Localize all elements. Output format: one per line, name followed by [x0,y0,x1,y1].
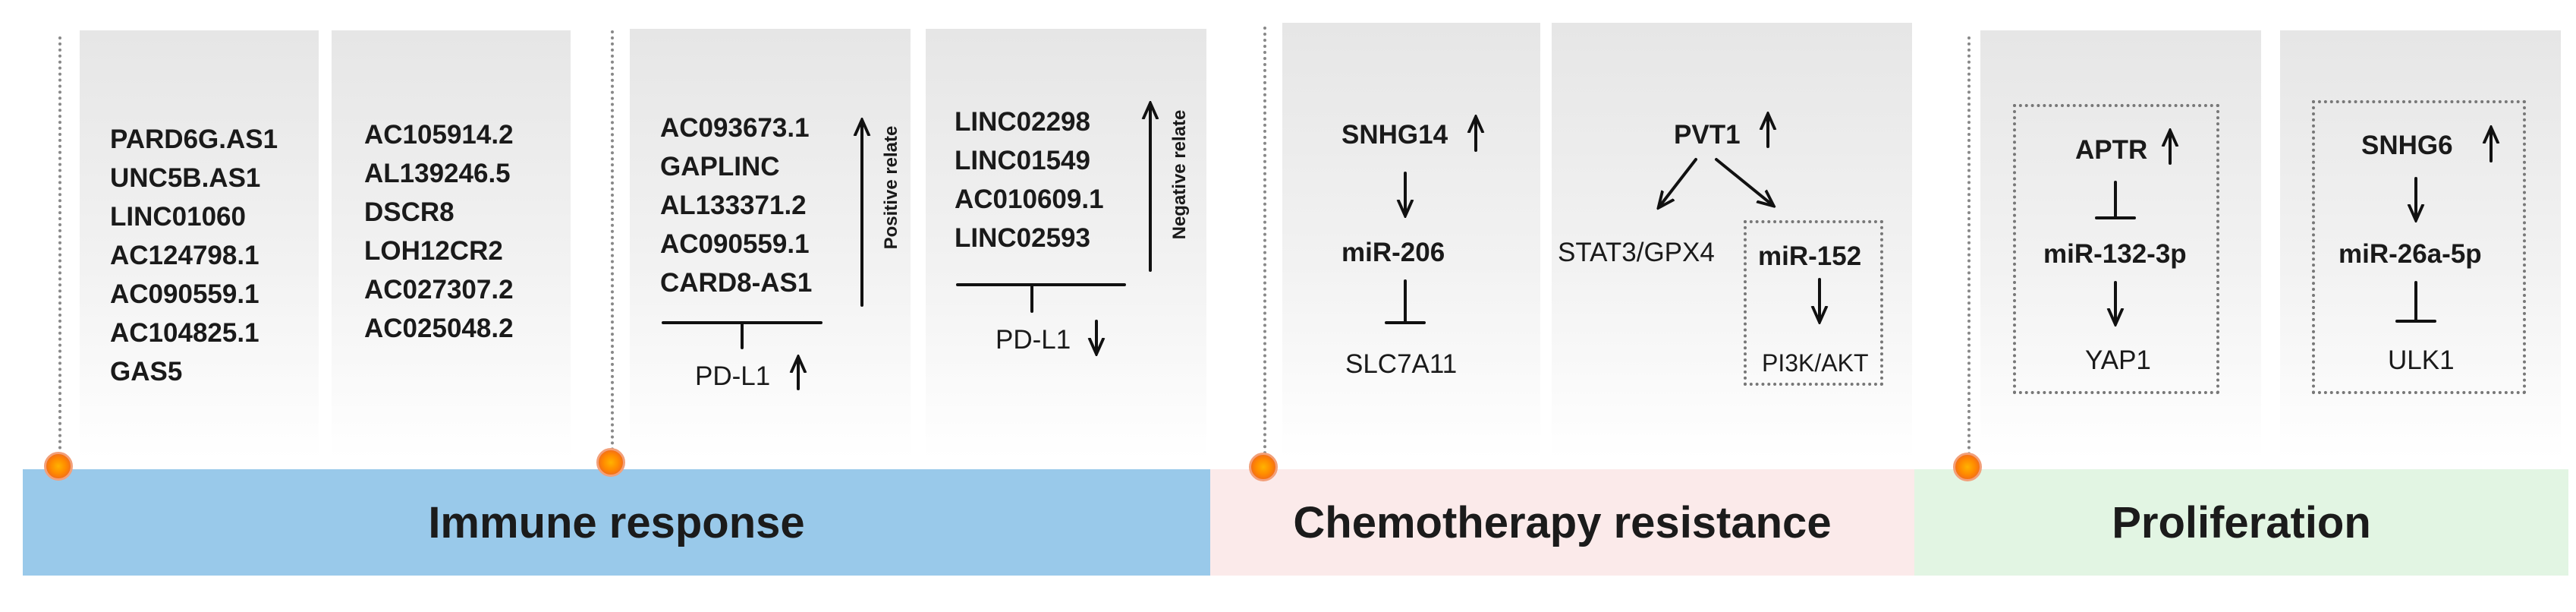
timeline-marker-3 [1249,453,1278,481]
gene-item: AL139246.5 [364,159,511,188]
timeline-stem-3 [1263,27,1266,467]
gene-item: CARD8-AS1 [660,268,813,298]
band-immune: Immune response [23,469,1210,576]
mir26a-label: miR-26a-5p [2339,239,2482,269]
gene-item: LINC02593 [955,223,1090,253]
band-chemo: Chemotherapy resistance [1210,469,1914,576]
chemo-panel-pvt1 [1552,23,1912,459]
pdl1-positive-label: PD-L1 [695,361,771,391]
yap1-label: YAP1 [2085,345,2151,375]
gene-item: GAS5 [110,357,183,386]
snhg6-box [2312,100,2526,394]
positive-gene-list: AC093673.1 GAPLINC AL133371.2 AC090559.1… [660,109,812,302]
gene-item: LOH12CR2 [364,236,503,266]
mir152-box [1744,220,1883,386]
immune-panel-positive [630,29,911,459]
mir206-label: miR-206 [1341,238,1445,267]
chemo-panel-snhg14 [1282,23,1540,459]
gene-item: AL133371.2 [660,191,807,220]
gene-item: LINC02298 [955,107,1090,137]
gene-item: AC124798.1 [110,241,259,270]
timeline-stem-1 [58,36,61,468]
band-prolif-label: Proliferation [2112,497,2371,547]
gene-item: AC093673.1 [660,113,810,143]
immune-panel-negative [926,29,1206,459]
gene-item: LINC01549 [955,146,1090,175]
aptr-label: APTR [2075,135,2148,165]
pvt1-label: PVT1 [1674,120,1741,150]
immune-gene-list-2: AC105914.2 AL139246.5 DSCR8 LOH12CR2 AC0… [364,115,514,348]
immune-panel-2 [332,30,571,459]
negative-gene-list: LINC02298 LINC01549 AC010609.1 LINC02593 [955,103,1104,257]
aptr-box [2013,104,2219,394]
slc7a11-label: SLC7A11 [1345,349,1458,379]
immune-panel-1 [80,30,319,459]
gene-item: AC090559.1 [660,229,810,259]
immune-gene-list-1: PARD6G.AS1 UNC5B.AS1 LINC01060 AC124798.… [110,120,278,391]
gene-item: AC105914.2 [364,120,514,150]
timeline-marker-1 [44,452,73,481]
pdl1-negative-label: PD-L1 [995,325,1071,355]
gene-item: PARD6G.AS1 [110,125,278,154]
ulk1-label: ULK1 [2388,345,2455,375]
gene-item: AC025048.2 [364,314,514,343]
gene-item: AC027307.2 [364,275,514,304]
gene-item: UNC5B.AS1 [110,163,261,193]
gene-item: LINC01060 [110,202,246,232]
gene-item: AC090559.1 [110,279,259,309]
gene-item: AC010609.1 [955,185,1104,214]
pvt1-to-mir152-arrow [1715,158,1772,205]
gene-item: AC104825.1 [110,318,259,348]
prolif-panel-aptr [1980,30,2261,459]
timeline-stem-2 [611,30,614,463]
band-prolif: Proliferation [1914,469,2568,576]
snhg14-label: SNHG14 [1341,120,1448,150]
stat3-gpx4-label: STAT3/GPX4 [1558,238,1715,267]
mir132-label: miR-132-3p [2043,239,2187,269]
pi3k-akt-label: PI3K/AKT [1762,349,1869,377]
snhg6-label: SNHG6 [2361,131,2453,160]
timeline-marker-2 [596,448,625,477]
mir152-label: miR-152 [1758,241,1862,271]
timeline-stem-4 [1967,36,1971,468]
band-immune-label: Immune response [428,497,805,547]
timeline-marker-4 [1953,453,1982,481]
pvt1-to-stat3-arrow [1659,158,1697,207]
gene-item: GAPLINC [660,152,780,181]
band-chemo-label: Chemotherapy resistance [1293,497,1832,547]
gene-item: DSCR8 [364,197,454,227]
